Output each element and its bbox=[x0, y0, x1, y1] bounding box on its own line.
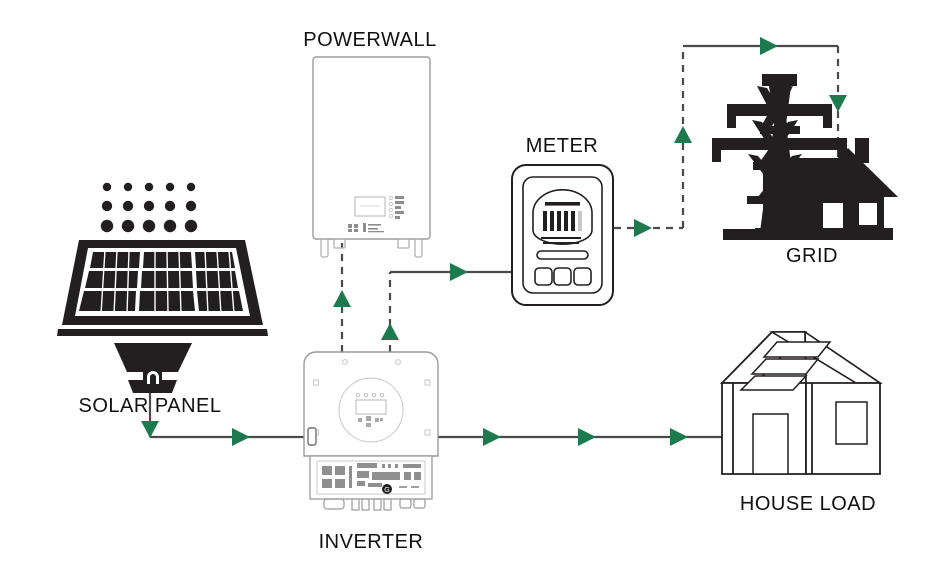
arrow-down-solar bbox=[141, 421, 159, 438]
label-inverter: INVERTER bbox=[319, 531, 424, 553]
solar-panel-icon bbox=[57, 182, 268, 393]
sun-dots bbox=[100, 182, 198, 233]
svg-text:G: G bbox=[384, 487, 389, 494]
meter-bars bbox=[543, 211, 582, 231]
arrow-down-grid bbox=[829, 95, 847, 112]
arrow-up-meter bbox=[381, 323, 399, 340]
arrow-right-house-1 bbox=[483, 428, 501, 446]
grid-icon bbox=[712, 74, 898, 240]
arrow-up-powerwall bbox=[333, 290, 351, 307]
roof-skylights bbox=[739, 341, 832, 391]
meter-button-1[interactable] bbox=[534, 267, 553, 286]
inverter-dc-port bbox=[307, 427, 317, 446]
flow-inverter-to-meter bbox=[388, 270, 513, 352]
arrow-up-meter-grid bbox=[674, 126, 692, 143]
house-load-icon bbox=[719, 331, 883, 475]
inverter-terminal-box: G bbox=[309, 455, 433, 511]
arrow-right-meter-grid bbox=[634, 219, 652, 237]
solar-panel-stand bbox=[114, 343, 192, 393]
powerwall-icon bbox=[312, 56, 431, 258]
arrow-right-top-grid bbox=[760, 37, 778, 55]
powerwall-indicators bbox=[389, 196, 404, 219]
meter-button-3[interactable] bbox=[573, 267, 592, 286]
powerwall-ports bbox=[348, 223, 384, 233]
arrow-right-solar-inverter bbox=[232, 428, 250, 446]
label-house-load: HOUSE LOAD bbox=[740, 493, 876, 515]
label-grid: GRID bbox=[786, 245, 838, 267]
grid-house bbox=[755, 138, 898, 240]
arrow-right-house-2 bbox=[578, 428, 596, 446]
arrow-right-inverter-meter bbox=[450, 263, 468, 281]
meter-buttons[interactable] bbox=[534, 267, 592, 286]
powerwall-legs bbox=[320, 238, 423, 258]
flow-arrowheads bbox=[141, 37, 847, 446]
inverter-icon: G bbox=[303, 351, 439, 511]
label-powerwall: POWERWALL bbox=[303, 29, 436, 51]
label-solar-panel: SOLAR PANEL bbox=[79, 395, 222, 417]
label-meter: METER bbox=[526, 135, 599, 157]
arrow-right-house-3 bbox=[670, 428, 688, 446]
meter-icon bbox=[511, 164, 614, 306]
meter-button-2[interactable] bbox=[553, 267, 572, 286]
inverter-display bbox=[338, 377, 404, 443]
solar-panel-body bbox=[57, 240, 268, 336]
